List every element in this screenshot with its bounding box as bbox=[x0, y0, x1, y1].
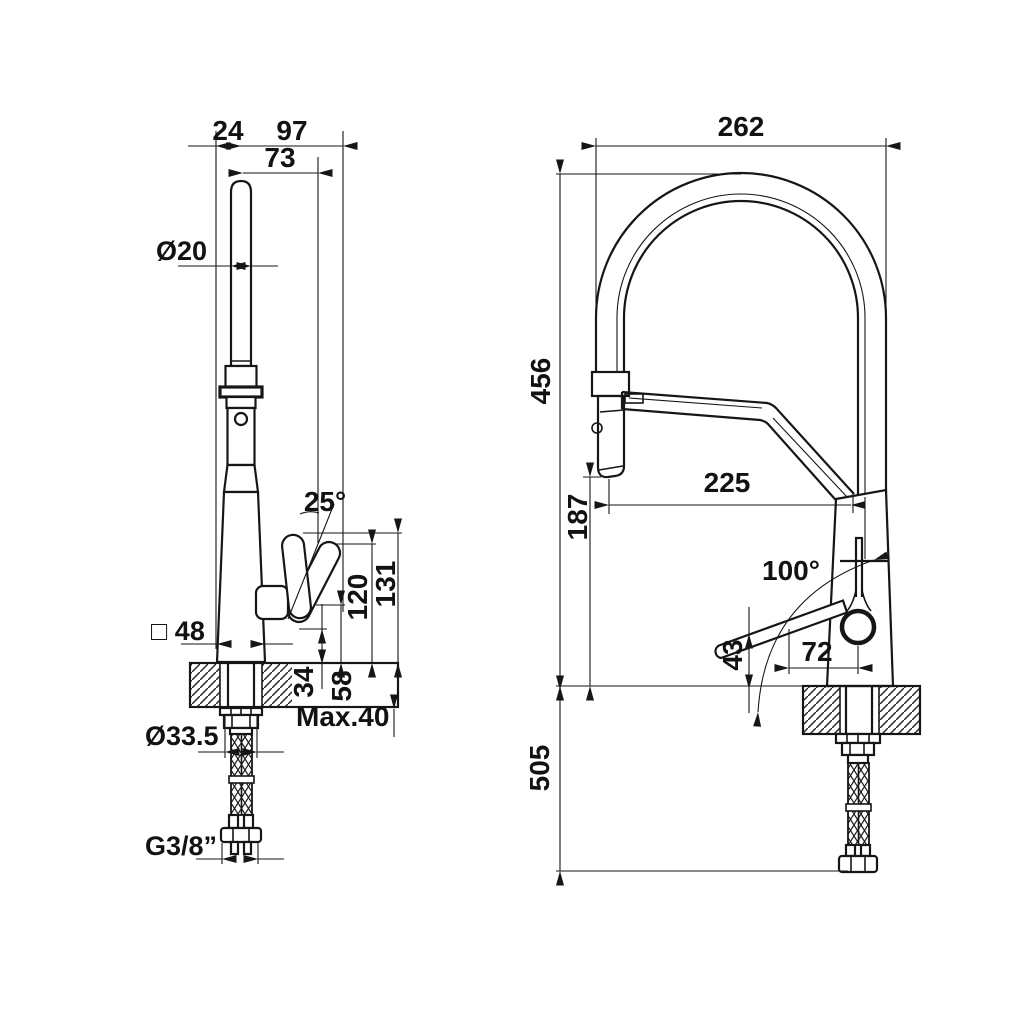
hose-end bbox=[242, 840, 253, 856]
supply-hose-side bbox=[834, 732, 882, 874]
arm-latch bbox=[624, 393, 644, 404]
wand-collar bbox=[224, 364, 258, 389]
dim-label-dia20: Ø20 bbox=[156, 236, 207, 266]
dim-label-120: 120 bbox=[342, 574, 373, 621]
angle-reference-line bbox=[287, 503, 335, 620]
countertop-front bbox=[188, 661, 400, 709]
angle-arc-25 bbox=[299, 511, 320, 515]
mounting-nut bbox=[840, 741, 876, 757]
dim-label-34: 34 bbox=[288, 666, 319, 698]
dim-label-187: 187 bbox=[562, 494, 593, 541]
dim-label-25deg: 25° bbox=[304, 486, 346, 517]
arm-bottom-edge bbox=[621, 407, 843, 508]
dim-label-72: 72 bbox=[801, 636, 832, 667]
angle-arc-100 bbox=[753, 551, 890, 727]
handle-connector bbox=[254, 584, 290, 621]
arm-top-edge bbox=[621, 390, 855, 495]
hose-joint bbox=[845, 803, 872, 812]
supply-hose-front bbox=[218, 706, 264, 856]
dim-label-thread: G3/8” bbox=[145, 831, 217, 861]
arm-inner-line bbox=[628, 397, 763, 409]
faucet-front-outline bbox=[215, 179, 342, 664]
aerator-line bbox=[598, 465, 624, 471]
dim-label-58: 58 bbox=[326, 670, 357, 701]
wand-front bbox=[229, 179, 253, 368]
dimensions-side: 262 456 187 505 225 100° bbox=[524, 111, 901, 886]
arm-inner-line bbox=[772, 417, 849, 499]
spray-button bbox=[591, 422, 603, 434]
side-view: 262 456 187 505 225 100° bbox=[524, 111, 922, 886]
arch-inner bbox=[622, 199, 860, 497]
spray-head-seam bbox=[599, 409, 625, 413]
hose-adapter bbox=[846, 753, 870, 765]
dim-label-131: 131 bbox=[370, 561, 401, 608]
spray-head bbox=[596, 394, 626, 479]
hose-ferrule bbox=[242, 813, 255, 830]
hose-adapter bbox=[228, 726, 254, 736]
counter-hatch-left bbox=[190, 663, 220, 707]
arch-hose-seam bbox=[616, 193, 866, 495]
front-view: 24 97 73 Ø20 25° □ 48 131 bbox=[145, 115, 402, 864]
counter-hatch-right bbox=[262, 663, 292, 707]
body-taper-step bbox=[222, 463, 260, 494]
hose-ferrule bbox=[844, 843, 857, 858]
dim-label-97: 97 bbox=[276, 115, 307, 146]
hose-joint bbox=[228, 775, 255, 784]
dim-label-48: □ 48 bbox=[151, 616, 205, 646]
counter-hatch-right bbox=[879, 686, 920, 734]
dim-label-73: 73 bbox=[264, 142, 295, 173]
dim-label-43: 43 bbox=[717, 639, 748, 670]
mounting-nut bbox=[222, 713, 260, 730]
hose-ferrule bbox=[859, 843, 872, 858]
faucet-side-outline bbox=[590, 171, 895, 688]
lever-position-closed bbox=[280, 533, 313, 620]
body-side bbox=[825, 488, 895, 688]
collar-ring bbox=[218, 385, 264, 399]
dim-label-225: 225 bbox=[704, 467, 751, 498]
dim-label-456: 456 bbox=[525, 358, 556, 405]
hose-ferrule bbox=[227, 813, 240, 830]
counter-hatch-left bbox=[803, 686, 840, 734]
connection-nut bbox=[219, 826, 263, 844]
counter-slab-front bbox=[188, 661, 400, 709]
neck bbox=[225, 395, 257, 410]
dimensions-front: 24 97 73 Ø20 25° □ 48 131 bbox=[145, 115, 402, 864]
body-cone bbox=[215, 490, 267, 664]
dim-label-dia33: Ø33.5 bbox=[145, 721, 219, 751]
connection-nut bbox=[837, 854, 879, 874]
handle-ball bbox=[839, 608, 877, 646]
dim-label-24: 24 bbox=[212, 115, 244, 146]
body-hole bbox=[233, 411, 249, 427]
dim-label-262: 262 bbox=[718, 111, 765, 142]
dim-label-505: 505 bbox=[524, 745, 555, 792]
dim-label-100deg: 100° bbox=[762, 555, 820, 586]
arch-outer bbox=[594, 171, 888, 492]
hose-end bbox=[229, 840, 240, 856]
upper-body bbox=[226, 406, 256, 467]
dim-label-max40: Max.40 bbox=[296, 701, 389, 732]
countertop-side bbox=[801, 684, 922, 736]
